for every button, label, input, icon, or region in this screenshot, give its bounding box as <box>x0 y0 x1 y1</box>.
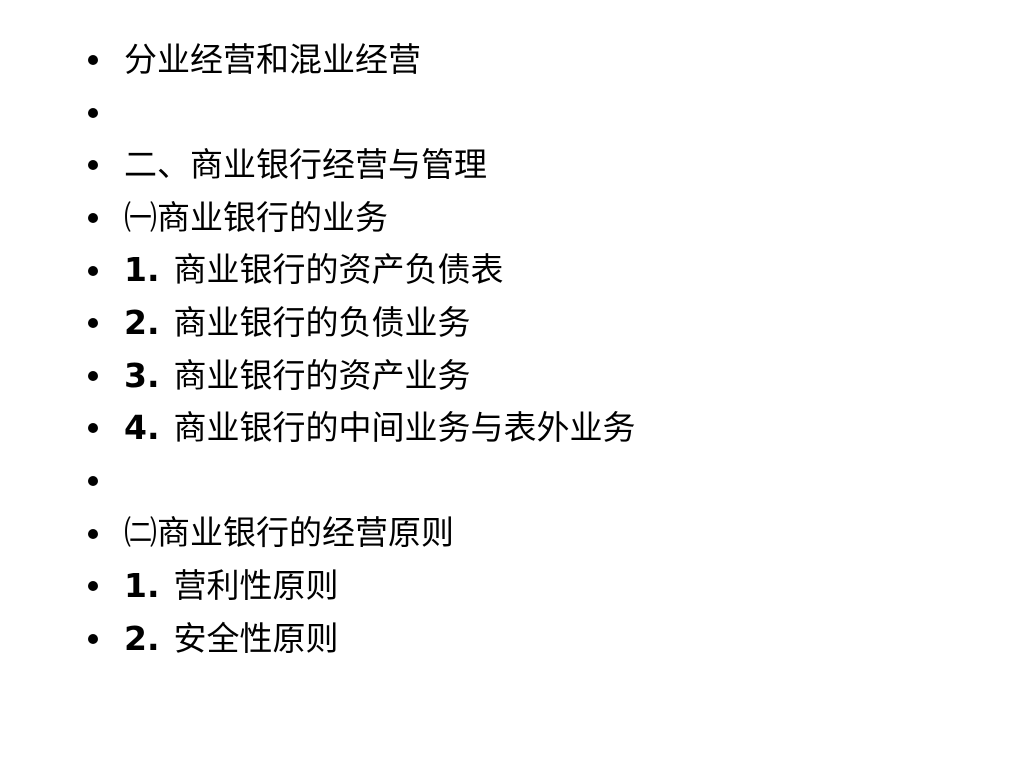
bullet-dot-icon <box>88 265 98 276</box>
bullet-text: 1. 营利性原则 <box>124 560 339 613</box>
bullet-dot-icon <box>88 213 98 224</box>
bullet-dot-icon <box>88 107 98 118</box>
item-label: 营利性原则 <box>173 565 339 605</box>
bullet-dot-icon <box>88 423 98 434</box>
item-number: 1. <box>124 565 160 605</box>
item-label: 商业银行的中间业务与表外业务 <box>173 408 636 448</box>
item-number: 2. <box>124 302 160 342</box>
item-label: 安全性原则 <box>173 618 339 658</box>
bullet-text: 2. 安全性原则 <box>124 613 339 666</box>
item-number: 2. <box>124 618 160 658</box>
item-number: 3. <box>124 355 160 395</box>
bullet-dot-icon <box>88 55 98 66</box>
item-label: ㈡商业银行的经营原则 <box>124 513 454 553</box>
item-label: ㈠商业银行的业务 <box>124 197 388 237</box>
bullet-text: ㈡商业银行的经营原则 <box>124 507 454 560</box>
bullet-text: 1. 商业银行的资产负债表 <box>124 244 504 297</box>
bullet-dot-icon <box>88 318 98 329</box>
bullet-text: 二、商业银行经营与管理 <box>124 139 487 192</box>
bullet-text: 2. 商业银行的负债业务 <box>124 297 471 350</box>
bullet-dot-icon <box>88 370 98 381</box>
item-label: 商业银行的资产业务 <box>173 355 471 395</box>
item-label: 商业银行的负债业务 <box>173 302 471 342</box>
item-label: 分业经营和混业经营 <box>124 40 421 79</box>
bullet-dot-icon <box>88 528 98 539</box>
bullet-dot-icon <box>88 581 98 592</box>
bullet-text: 3. 商业银行的资产业务 <box>124 350 471 403</box>
bullet-dot-icon <box>88 476 98 487</box>
item-number: 1. <box>124 250 160 290</box>
bullet-text: ㈠商业银行的业务 <box>124 192 388 245</box>
item-label: 二、商业银行经营与管理 <box>124 145 487 185</box>
bullet-dot-icon <box>88 633 98 644</box>
bullet-text: 4. 商业银行的中间业务与表外业务 <box>124 402 636 455</box>
item-label: 商业银行的资产负债表 <box>173 250 504 290</box>
bullet-dot-icon <box>88 160 98 171</box>
bullet-text: 分业经营和混业经营 <box>124 34 421 87</box>
item-number: 4. <box>124 408 160 448</box>
